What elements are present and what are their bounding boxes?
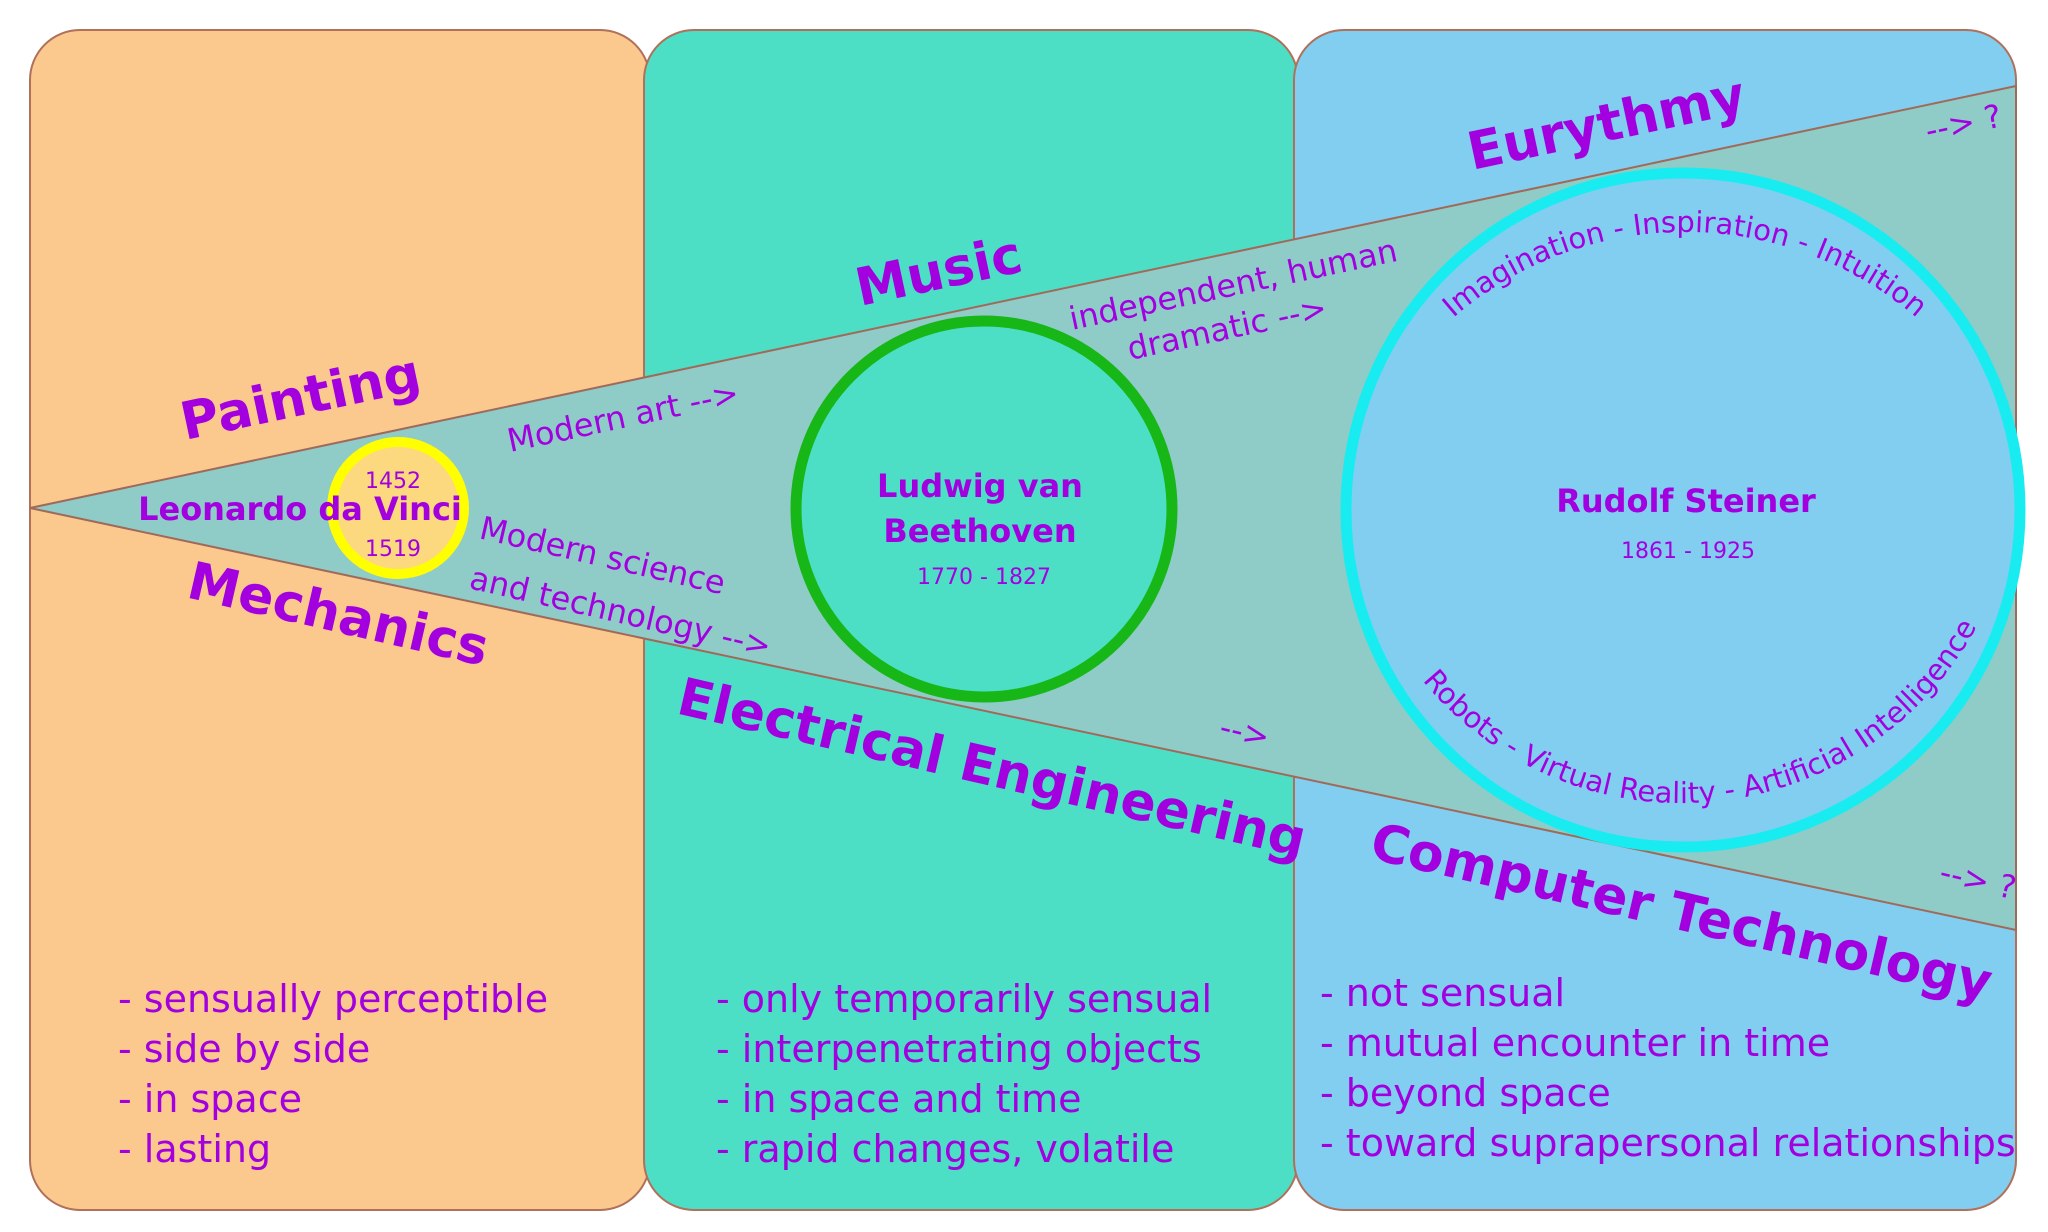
property-item: - interpenetrating objects xyxy=(716,1027,1202,1071)
property-item: - rapid changes, volatile xyxy=(716,1127,1174,1171)
beethoven-name-line2: Beethoven xyxy=(883,512,1076,550)
properties-painting-mechanics: - sensually perceptible - side by side -… xyxy=(118,977,548,1171)
steiner-years: 1861 - 1925 xyxy=(1621,539,1755,564)
property-item: - beyond space xyxy=(1320,1071,1611,1115)
davinci-circle xyxy=(327,437,469,579)
beethoven-circle xyxy=(790,315,1178,703)
property-item: - toward suprapersonal relationships xyxy=(1320,1121,2016,1165)
property-item: - in space and time xyxy=(716,1077,1082,1121)
davinci-birth-year: 1452 xyxy=(365,469,421,494)
steiner-name: Rudolf Steiner xyxy=(1556,482,1816,520)
davinci-name: Leonardo da Vinci xyxy=(138,490,462,528)
properties-music-engineering: - only temporarily sensual - interpenetr… xyxy=(716,977,1212,1171)
property-item: - only temporarily sensual xyxy=(716,977,1212,1021)
steiner-circle xyxy=(1340,167,2026,853)
beethoven-years: 1770 - 1827 xyxy=(917,565,1051,590)
property-item: - lasting xyxy=(118,1127,271,1171)
property-item: - mutual encounter in time xyxy=(1320,1021,1830,1065)
davinci-death-year: 1519 xyxy=(365,537,421,562)
property-item: - in space xyxy=(118,1077,302,1121)
property-item: - side by side xyxy=(118,1027,370,1071)
beethoven-name-line1: Ludwig van xyxy=(877,467,1083,505)
property-item: - sensually perceptible xyxy=(118,977,548,1021)
property-item: - not sensual xyxy=(1320,971,1565,1015)
properties-eurythmy-computer: - not sensual - mutual encounter in time… xyxy=(1320,971,2016,1165)
